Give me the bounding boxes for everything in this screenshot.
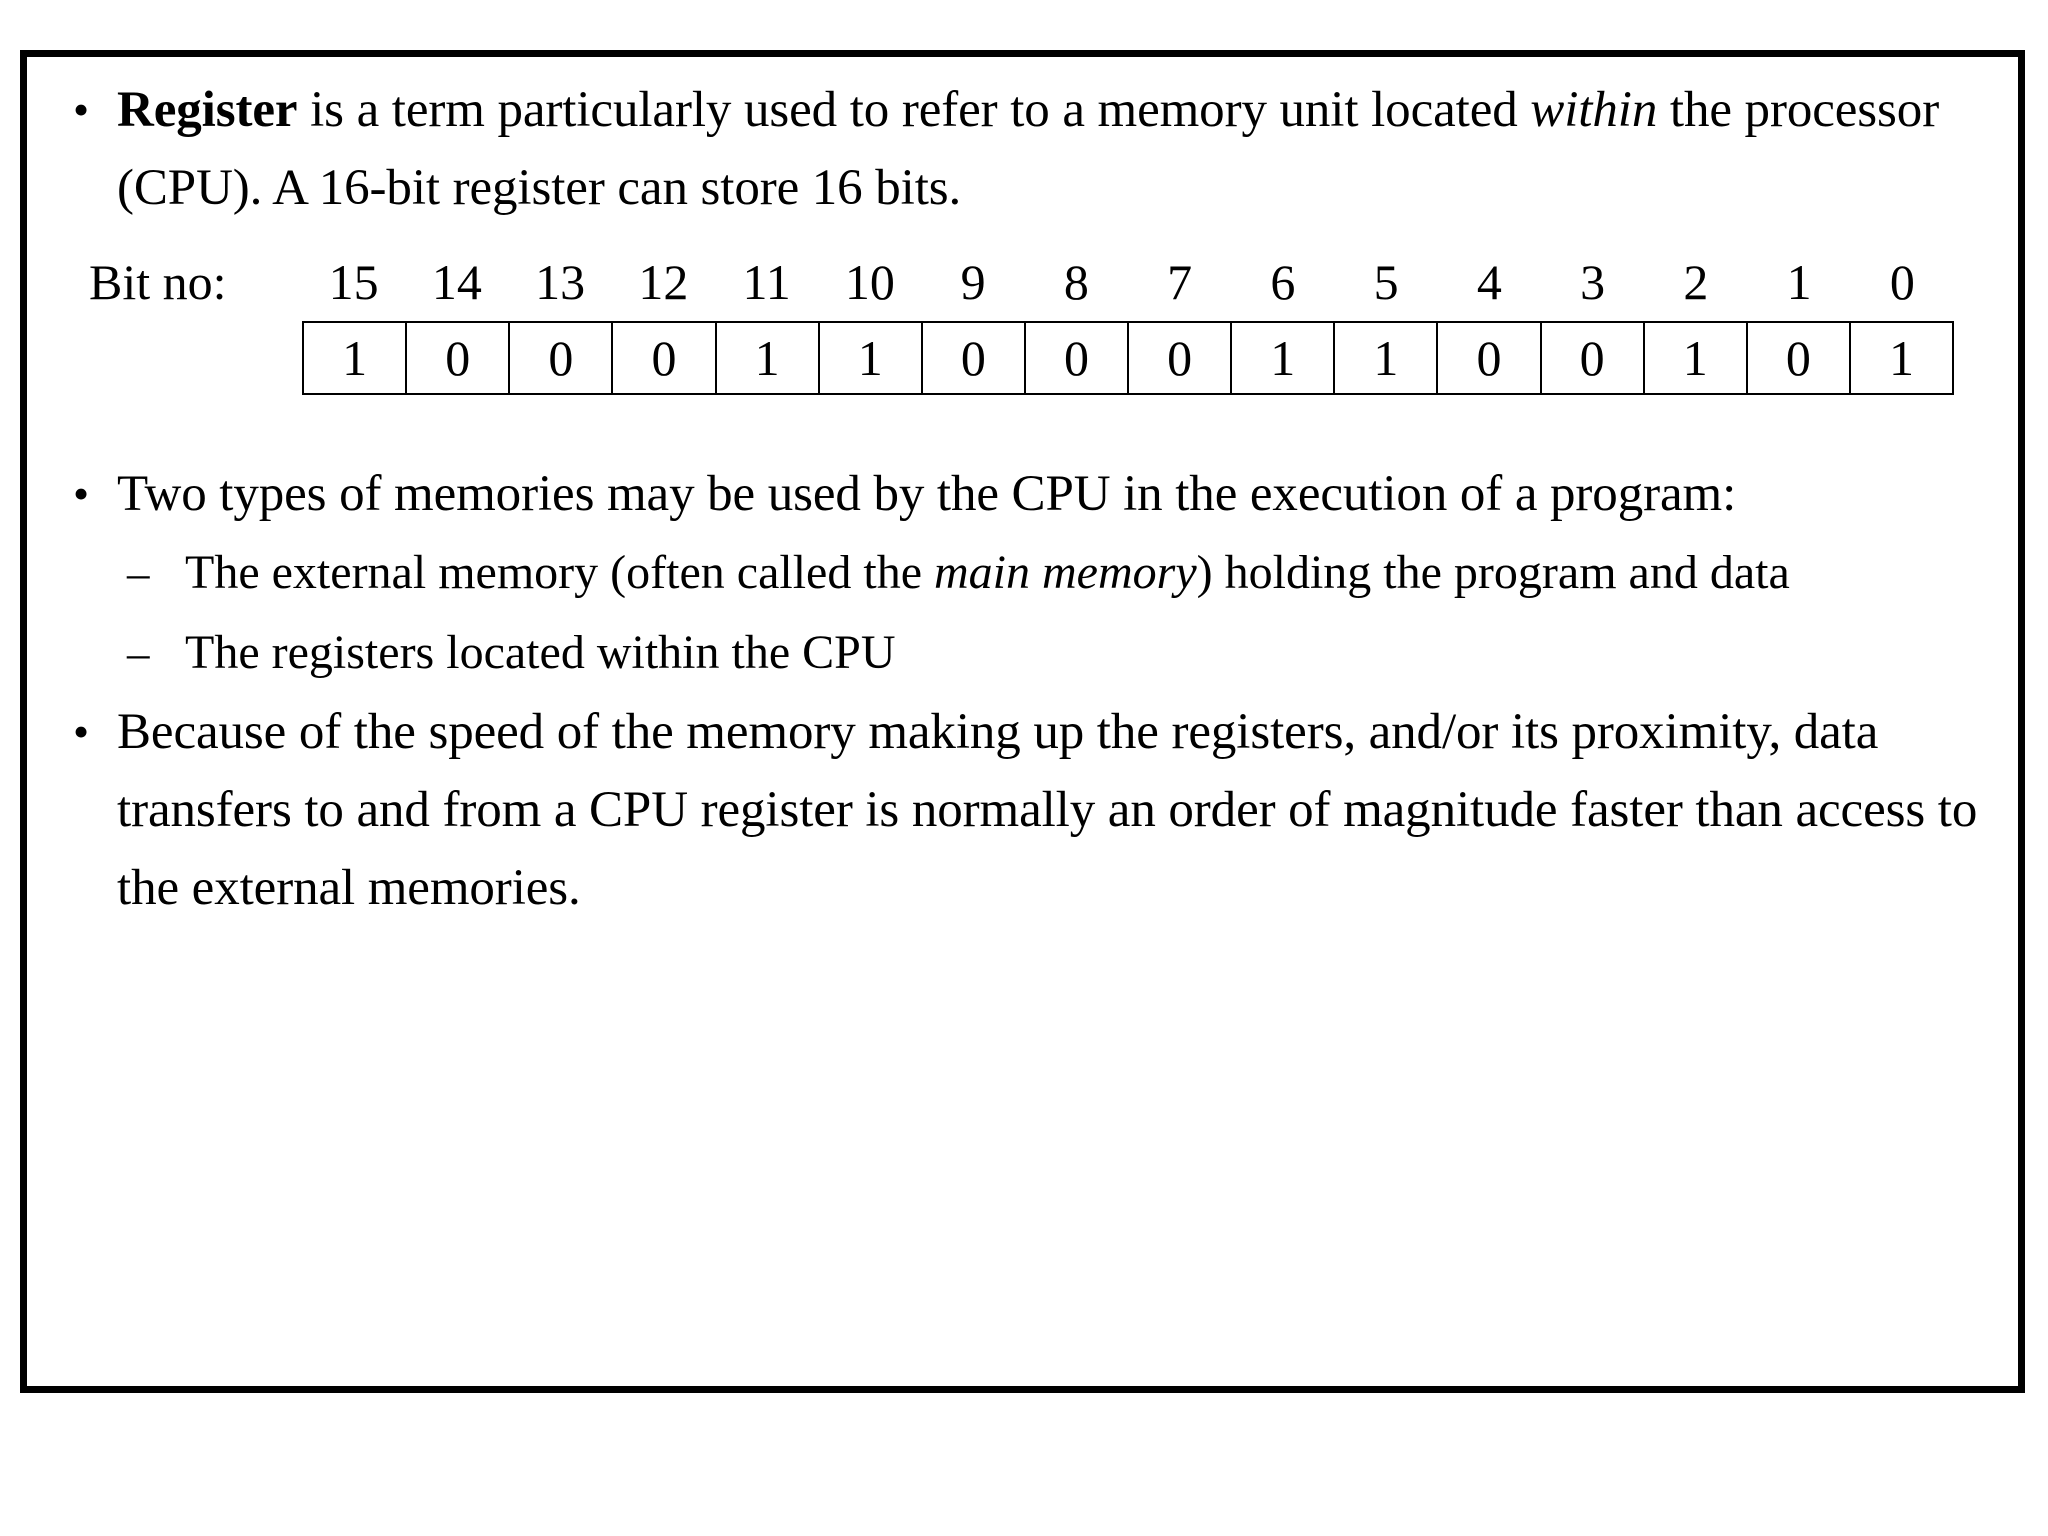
sub-bullet-text-cpu-registers: The registers located within the CPU (185, 613, 1994, 693)
bit-no-label: Bit no: (89, 254, 227, 310)
text-run: is a term particularly used to refer to … (297, 82, 1531, 138)
bit-number: 1 (1786, 254, 1812, 310)
bit-cell: 0 (613, 323, 717, 393)
bit-number: 4 (1476, 254, 1502, 310)
bit-number: 15 (328, 254, 379, 310)
sub-bullet-cpu-registers: – The registers located within the CPU (45, 613, 1994, 693)
bit-cell: 0 (923, 323, 1026, 393)
bullet-register-definition: • Register is a term particularly used t… (45, 71, 1994, 227)
bit-cell: 0 (407, 323, 511, 393)
bit-cell: 1 (1645, 323, 1748, 393)
bit-cell: 1 (820, 323, 923, 393)
bullet-marker-icon: • (72, 84, 90, 135)
emphasis-italic: within (1530, 82, 1658, 138)
bullet-two-types-memories: • Two types of memories may be used by t… (45, 455, 1994, 533)
sub-bullet-external-memory: – The external memory (often called the … (45, 533, 1994, 613)
bullet-marker-icon: • (72, 468, 90, 519)
bullet-register-speed: • Because of the speed of the memory mak… (45, 693, 1994, 927)
bullet-text-two-types-memories: Two types of memories may be used by the… (117, 455, 1994, 533)
bit-number: 5 (1373, 254, 1399, 310)
bit-cell: 1 (717, 323, 820, 393)
bit-cell: 0 (1026, 323, 1129, 393)
bit-number: 13 (535, 254, 586, 310)
text-run: Two types of memories may be used by the… (117, 466, 1737, 522)
emphasis-italic: main memory (934, 546, 1197, 599)
text-run: The registers located within the CPU (185, 626, 896, 679)
text-run: ) holding the program and data (1196, 546, 1790, 599)
bit-number: 0 (1889, 254, 1915, 310)
sub-bullet-marker-icon: – (127, 628, 150, 678)
bit-number: 3 (1580, 254, 1606, 310)
slide-content: • Register is a term particularly used t… (27, 57, 2018, 1386)
bit-cell: 1 (1335, 323, 1439, 393)
spacer (45, 421, 1994, 455)
text-run: Because of the speed of the memory makin… (117, 704, 1978, 916)
bit-cell: 0 (1129, 323, 1233, 393)
text-run: The external memory (often called the (185, 546, 934, 599)
bit-cell: 1 (1888, 330, 1914, 386)
bit-number: 8 (1063, 254, 1089, 310)
bit-cell: 1 (304, 323, 408, 393)
bit-number: 14 (431, 254, 482, 310)
bit-number: 2 (1683, 254, 1709, 310)
bit-cell: 1 (1232, 323, 1336, 393)
emphasis-bold: Register (117, 82, 298, 138)
bullet-text-register-definition: Register is a term particularly used to … (117, 71, 1994, 227)
bit-cell: 0 (1438, 323, 1542, 393)
bit-number: 7 (1167, 254, 1193, 310)
sub-bullet-text-external-memory: The external memory (often called the ma… (185, 533, 1994, 613)
text-run: the processor (CPU). A 16-bit register c… (117, 82, 1940, 216)
bit-cell: 0 (1542, 323, 1645, 393)
bit-number: 9 (960, 254, 986, 310)
bit-cell: 0 (510, 323, 614, 393)
bit-number: 10 (844, 254, 895, 310)
bullet-text-register-speed: Because of the speed of the memory makin… (117, 693, 1994, 927)
bullet-marker-icon: • (72, 706, 90, 757)
bit-cell: 0 (1748, 323, 1851, 393)
bit-number: 12 (638, 254, 689, 310)
sub-bullet-marker-icon: – (127, 548, 150, 598)
slide-frame: • Register is a term particularly used t… (20, 50, 2025, 1393)
bit-number: 6 (1270, 254, 1296, 310)
bit-number: 11 (742, 254, 791, 310)
